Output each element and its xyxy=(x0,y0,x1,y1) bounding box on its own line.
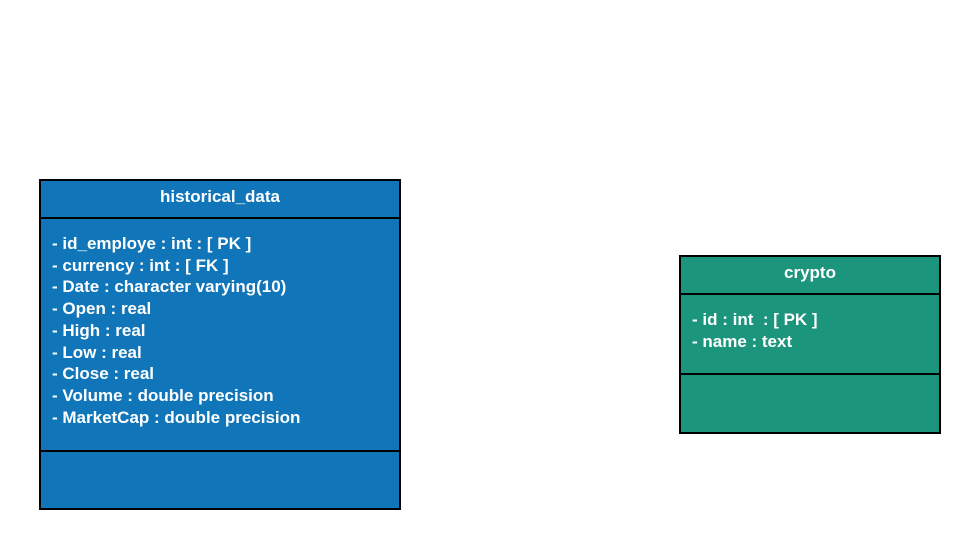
attribute-low: - Low : real xyxy=(52,342,142,362)
attribute-close: - Close : real xyxy=(52,364,155,384)
attribute-name: - name : text xyxy=(692,331,793,351)
attribute-currency: - currency : int : [ FK ] xyxy=(52,255,229,275)
attribute-list: - id : int : [ PK ] - name : text xyxy=(681,295,939,375)
entity-historical-data[interactable]: historical_data - id_employe : int : [ P… xyxy=(39,179,401,510)
attribute-volume: - Volume : double precision xyxy=(52,385,274,405)
entity-crypto[interactable]: crypto - id : int : [ PK ] - name : text xyxy=(679,255,941,434)
entity-title: historical_data xyxy=(41,181,399,219)
attribute-id-employe: - id_employe : int : [ PK ] xyxy=(52,234,252,253)
attribute-id: - id : int : [ PK ] xyxy=(692,310,818,329)
attribute-list: - id_employe : int : [ PK ] - currency :… xyxy=(41,219,399,452)
attribute-high: - High : real xyxy=(52,320,146,340)
attribute-date: - Date : character varying(10) xyxy=(52,277,287,297)
attribute-marketcap: - MarketCap : double precision xyxy=(52,407,301,427)
attribute-open: - Open : real xyxy=(52,299,152,319)
entity-title: crypto xyxy=(681,257,939,295)
